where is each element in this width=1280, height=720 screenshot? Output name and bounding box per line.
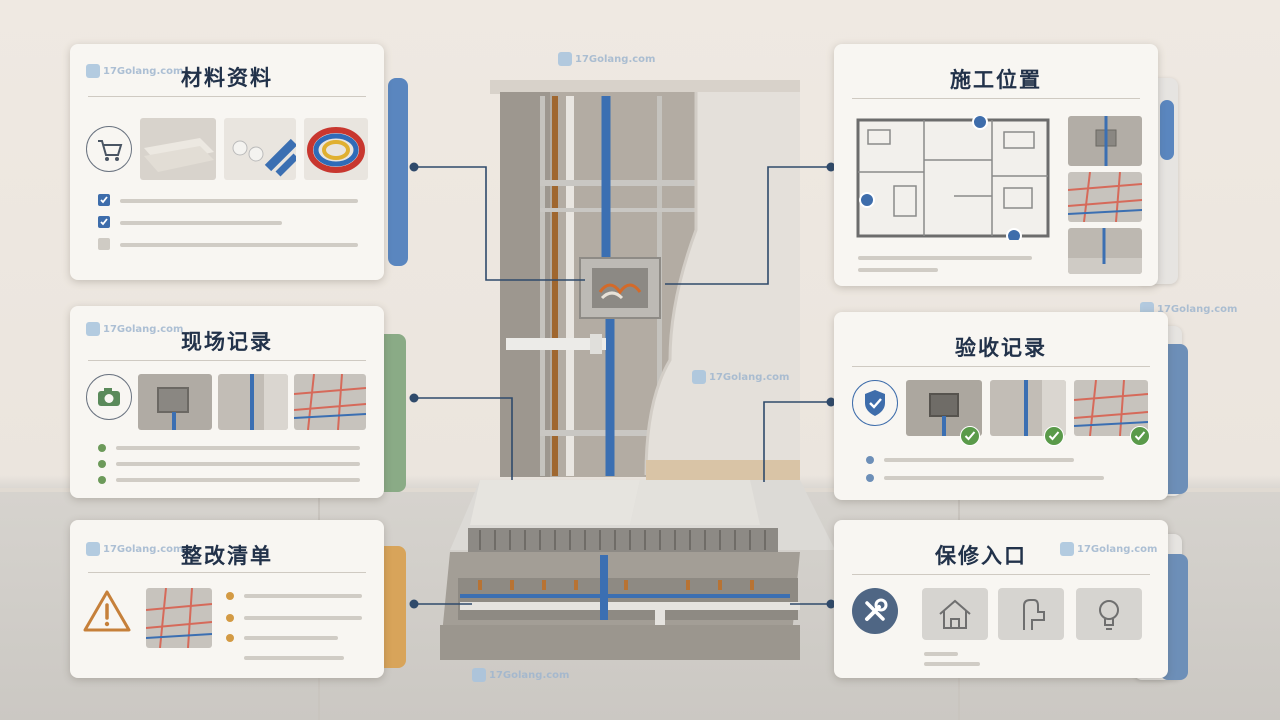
watermark: 17Golang.com <box>86 542 183 556</box>
watermark: 17Golang.com <box>86 64 183 78</box>
card-acceptance[interactable]: 验收记录 <box>834 312 1194 502</box>
material-photo-pipes <box>224 118 296 180</box>
list-bullet <box>866 456 874 464</box>
card-warranty[interactable]: 17Golang.com 保修入口 <box>834 520 1194 682</box>
pipe-icon[interactable] <box>998 588 1064 640</box>
list-bullet <box>98 460 106 468</box>
card-rectification[interactable]: 17Golang.com 整改清单 <box>70 520 415 680</box>
list-bullet <box>866 474 874 482</box>
rectification-photo <box>146 588 212 648</box>
list-bullet <box>226 592 234 600</box>
card-tab <box>1160 100 1174 160</box>
material-photo-boards <box>140 118 216 180</box>
location-photo-floor <box>1068 172 1142 222</box>
list-bullet <box>226 634 234 642</box>
card-title: 材料资料 <box>181 66 273 90</box>
card-site-record[interactable]: 17Golang.com 现场记录 <box>70 306 415 501</box>
site-photo-floor-pipes <box>294 374 366 430</box>
shield-check-icon <box>852 380 898 426</box>
watermark: 17Golang.com <box>1060 542 1157 556</box>
list-bullet <box>98 444 106 452</box>
wrench-icon[interactable] <box>852 588 898 634</box>
acceptance-photo-floor <box>1074 380 1148 436</box>
location-photo-corner <box>1068 228 1142 274</box>
site-photo-junction-box <box>138 374 212 430</box>
site-photo-wall-conduit <box>218 374 288 430</box>
lightbulb-icon[interactable] <box>1076 588 1142 640</box>
watermark: 17Golang.com <box>86 322 183 336</box>
material-photo-wires <box>304 118 368 180</box>
approved-check-icon <box>1130 426 1150 446</box>
floorplan-icon <box>854 114 1052 244</box>
list-bullet <box>226 614 234 622</box>
watermark: 17Golang.com <box>692 370 789 384</box>
card-title: 施工位置 <box>950 68 1042 92</box>
watermark: 17Golang.com <box>472 668 569 682</box>
list-bullet <box>98 476 106 484</box>
card-title: 保修入口 <box>935 544 1027 568</box>
camera-icon <box>86 374 132 420</box>
approved-check-icon <box>960 426 980 446</box>
watermark: 17Golang.com <box>558 52 655 66</box>
approved-check-icon <box>1044 426 1064 446</box>
warning-icon <box>82 588 132 634</box>
house-icon[interactable] <box>922 588 988 640</box>
card-title: 现场记录 <box>181 330 273 354</box>
cart-icon <box>86 126 132 172</box>
card-location[interactable]: 施工位置 <box>834 44 1186 292</box>
card-title: 验收记录 <box>955 336 1047 360</box>
card-materials[interactable]: 17Golang.com 材料资料 <box>70 44 415 284</box>
location-photo-wall <box>1068 116 1142 166</box>
card-title: 整改清单 <box>181 544 273 568</box>
card-tab <box>388 78 408 266</box>
checkbox-checked[interactable] <box>98 194 110 206</box>
checkbox-checked[interactable] <box>98 216 110 228</box>
checkbox-unchecked[interactable] <box>98 238 110 250</box>
